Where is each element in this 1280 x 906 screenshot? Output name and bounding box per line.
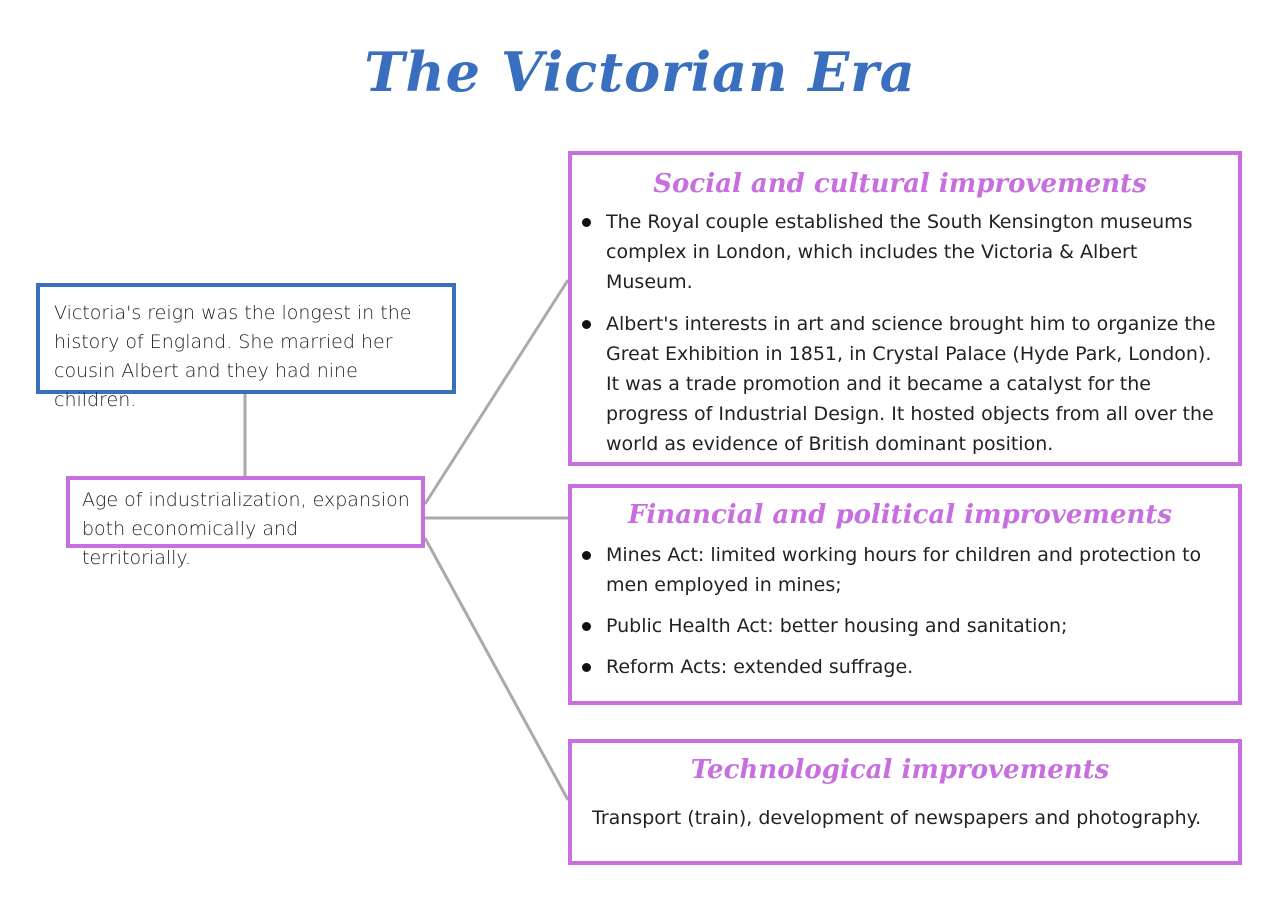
technological-panel: Technological improvements Transport (tr… — [568, 739, 1242, 865]
financial-political-panel: Financial and political improvements Min… — [568, 484, 1242, 705]
list-item: Mines Act: limited working hours for chi… — [572, 540, 1228, 600]
list-item-text: The Royal couple established the South K… — [606, 211, 1193, 293]
central-topic-text: Age of industrialization, expansion both… — [82, 489, 410, 569]
bullet-icon — [582, 218, 591, 227]
list-item-text: Albert's interests in art and science br… — [606, 313, 1216, 455]
list-item: Reform Acts: extended suffrage. — [572, 652, 1228, 682]
connector-center-to-tech — [423, 537, 570, 801]
social-cultural-title: Social and cultural improvements — [653, 169, 1147, 199]
list-item-text: Reform Acts: extended suffrage. — [606, 656, 914, 678]
list-item: The Royal couple established the South K… — [572, 207, 1228, 297]
bullet-icon — [582, 622, 591, 631]
bullet-icon — [582, 320, 591, 329]
bullet-icon — [582, 663, 591, 672]
technological-title: Technological improvements — [690, 755, 1110, 785]
central-topic-box: Age of industrialization, expansion both… — [66, 476, 425, 569]
list-item-text: Mines Act: limited working hours for chi… — [606, 544, 1202, 596]
connector-center-to-social — [423, 279, 570, 505]
social-cultural-panel: Social and cultural improvements The Roy… — [568, 151, 1242, 466]
intro-text: Victoria's reign was the longest in the … — [54, 302, 412, 411]
social-cultural-list: The Royal couple established the South K… — [572, 207, 1228, 459]
bullet-icon — [582, 551, 591, 560]
list-item-text: Public Health Act: better housing and sa… — [606, 615, 1068, 637]
list-item: Albert's interests in art and science br… — [572, 309, 1228, 459]
page-title: The Victorian Era — [364, 40, 916, 104]
technological-text: Transport (train), development of newspa… — [592, 807, 1202, 829]
financial-political-title: Financial and political improvements — [627, 500, 1173, 530]
list-item: Public Health Act: better housing and sa… — [572, 611, 1228, 641]
financial-political-list: Mines Act: limited working hours for chi… — [572, 540, 1228, 682]
intro-box: Victoria's reign was the longest in the … — [36, 283, 456, 411]
